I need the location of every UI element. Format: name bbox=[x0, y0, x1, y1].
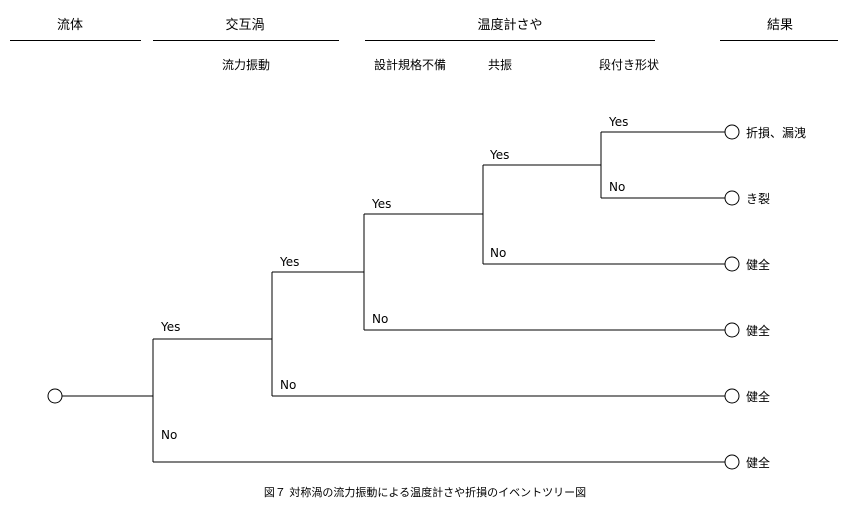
split-2-yes-label: Yes bbox=[279, 255, 299, 269]
figure-caption: 図７ 対称渦の流力振動による温度計さや折損のイベントツリー図 bbox=[263, 486, 587, 499]
outcome-node-2 bbox=[724, 190, 740, 206]
header-thermowell: 温度計さや bbox=[477, 18, 543, 33]
subheader-flow-vibration: 流力振動 bbox=[222, 58, 271, 72]
split-1-no-label: No bbox=[161, 428, 177, 442]
tree-nodes bbox=[47, 124, 740, 470]
split-4-yes-label: Yes bbox=[489, 148, 509, 162]
outcome-label-5: 健全 bbox=[746, 389, 770, 404]
split-5-yes-label: Yes bbox=[608, 115, 628, 129]
outcome-node-4 bbox=[724, 322, 740, 338]
root-node bbox=[47, 388, 63, 404]
header-fluid: 流体 bbox=[56, 18, 83, 33]
branch-labels: Yes No Yes No Yes No Yes No Yes No bbox=[160, 115, 628, 442]
outcome-label-1: 折損、漏洩 bbox=[746, 125, 806, 140]
header-vortex-underline bbox=[153, 40, 339, 41]
tree-lines bbox=[62, 131, 725, 463]
header-result-underline bbox=[720, 40, 838, 41]
split-3-no-label: No bbox=[372, 312, 388, 326]
outcome-label-2: き裂 bbox=[746, 192, 770, 206]
subheader-resonance: 共振 bbox=[488, 58, 513, 72]
outcome-label-4: 健全 bbox=[746, 323, 770, 338]
subheader-design-standard: 設計規格不備 bbox=[374, 58, 447, 72]
outcome-labels: 折損、漏洩 き裂 健全 健全 健全 健全 bbox=[746, 125, 806, 470]
outcome-node-3 bbox=[724, 256, 740, 272]
outcome-node-6 bbox=[724, 454, 740, 470]
header-result: 結果 bbox=[766, 18, 793, 33]
split-1-yes-label: Yes bbox=[160, 320, 180, 334]
header-vortex: 交互渦 bbox=[225, 18, 265, 33]
outcome-label-6: 健全 bbox=[746, 455, 770, 470]
subheader-stepped-shape: 段付き形状 bbox=[599, 58, 660, 72]
split-5-no-label: No bbox=[609, 180, 625, 194]
split-2-no-label: No bbox=[280, 378, 296, 392]
split-3-yes-label: Yes bbox=[371, 197, 391, 211]
split-4-no-label: No bbox=[490, 246, 506, 260]
outcome-label-3: 健全 bbox=[746, 257, 770, 272]
header-thermowell-underline bbox=[365, 40, 655, 41]
outcome-node-5 bbox=[724, 388, 740, 404]
outcome-node-1 bbox=[724, 124, 740, 140]
header-fluid-underline bbox=[10, 40, 141, 41]
